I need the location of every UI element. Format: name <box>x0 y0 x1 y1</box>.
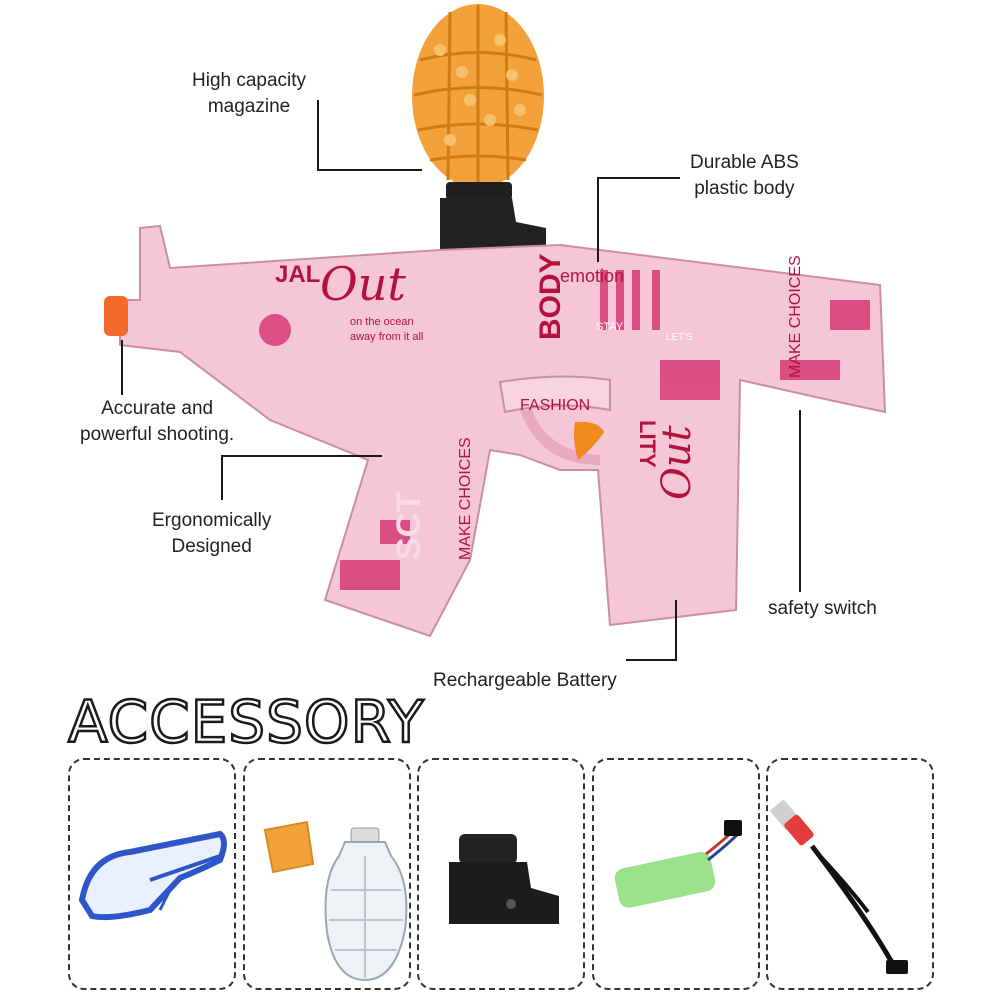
print-lity: LITY <box>635 420 660 468</box>
print-jal: JAL <box>275 261 320 288</box>
battery-pack-icon <box>614 820 742 908</box>
callout-body: Durable ABS plastic body <box>690 152 799 199</box>
gel-blaster-illustration: Out Out FASHION BODY emotion MAKE CHOICE… <box>104 4 887 661</box>
magazine-adapter-icon <box>449 834 559 924</box>
callout-battery: Rechargeable Battery <box>433 670 617 691</box>
callout-lines <box>121 100 801 661</box>
callout-magazine: High capacity magazine <box>192 70 307 117</box>
print-stay: STAY <box>596 321 624 333</box>
gel-beads-bottle-icon <box>263 820 408 982</box>
callout-ergonomic: Ergonomically Designed <box>152 510 272 557</box>
accessory-usb-cable <box>766 758 934 990</box>
print-out-1: Out <box>320 257 406 311</box>
print-make-choices-2: MAKE CHOICES <box>457 437 474 560</box>
print-emotion: emotion <box>560 266 624 286</box>
accessory-battery <box>592 758 760 990</box>
print-fashion: FASHION <box>520 397 590 414</box>
print-ocean: on the ocean <box>350 316 414 328</box>
accessory-gel-beads <box>243 758 411 990</box>
gun-body: Out Out FASHION BODY emotion MAKE CHOICE… <box>104 224 887 638</box>
hopper-magazine <box>412 4 546 262</box>
print-away: away from it all <box>350 331 423 343</box>
callout-safety: safety switch <box>768 598 877 619</box>
print-sct: SCT <box>390 492 428 560</box>
print-lets: LET'S <box>666 332 693 343</box>
usb-cable-icon <box>770 800 908 974</box>
safety-goggles-icon <box>78 830 227 921</box>
accessory-adapter <box>417 758 585 990</box>
accessory-goggles <box>68 758 236 990</box>
accessory-title: ACCESSORY <box>67 687 425 758</box>
print-make-choices-1: MAKE CHOICES <box>787 255 804 378</box>
print-body: BODY <box>534 253 567 340</box>
callout-shooting: Accurate and powerful shooting. <box>80 398 235 445</box>
print-out-2: Out <box>654 424 700 500</box>
